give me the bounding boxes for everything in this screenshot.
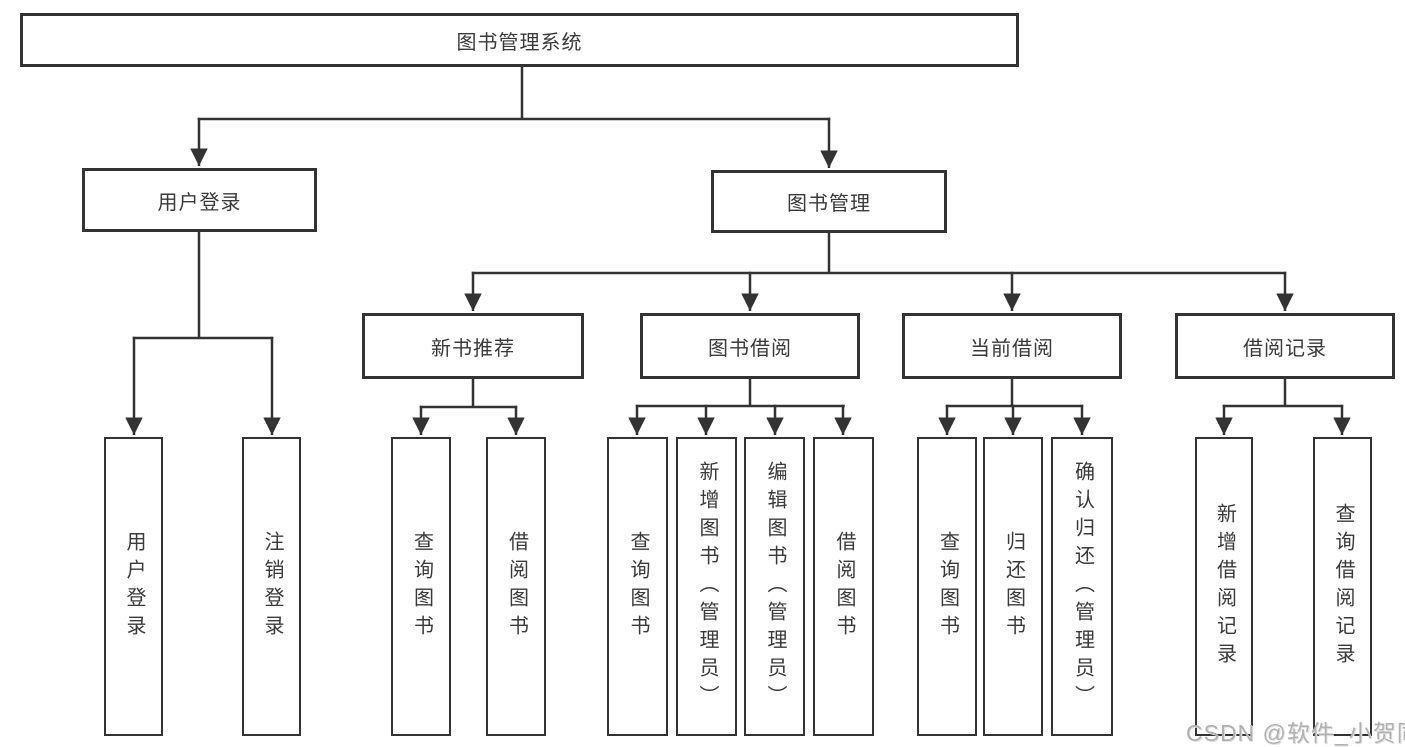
leaf-user-login-label: 用户登录 — [123, 530, 145, 643]
node-borrow-records-label: 借阅记录 — [1243, 337, 1327, 360]
node-current-borrow-label: 当前借阅 — [970, 337, 1054, 360]
leaf-borrow-query-label: 查询图书 — [627, 530, 649, 643]
connector-borrow-records — [1215, 379, 1351, 435]
node-borrow-records: 借阅记录 — [1175, 313, 1395, 379]
leaf-current-query-label: 查询图书 — [936, 530, 959, 643]
node-current-borrow: 当前借阅 — [902, 313, 1122, 379]
node-book-management: 图书管理 — [711, 170, 947, 233]
leaf-borrow-book: 借阅图书 — [813, 437, 874, 736]
leaf-new-books-query: 查询图书 — [391, 437, 451, 736]
csdn-watermark: CSDN @软件_小贺同学 — [1186, 720, 1405, 746]
node-book-borrow-label: 图书借阅 — [708, 337, 792, 360]
connector-new-books — [412, 379, 525, 435]
leaf-current-confirm-return-label: 确认归还（管理员） — [1071, 460, 1094, 713]
node-user-login-label: 用户登录 — [157, 191, 242, 214]
node-book-management-label: 图书管理 — [787, 193, 871, 215]
leaf-user-login: 用户登录 — [104, 437, 163, 736]
connector-book-management — [464, 233, 1294, 311]
leaf-logout-label: 注销登录 — [261, 530, 283, 643]
node-root-label: 图书管理系统 — [456, 31, 583, 54]
leaf-new-books-query-label: 查询图书 — [410, 530, 433, 643]
node-new-books: 新书推荐 — [362, 313, 584, 379]
leaf-records-query-label: 查询借阅记录 — [1332, 502, 1354, 671]
leaf-borrow-edit-label: 编辑图书（管理员） — [764, 460, 786, 713]
leaf-current-confirm-return: 确认归还（管理员） — [1051, 437, 1113, 736]
connector-user-login — [125, 232, 281, 435]
leaf-current-return: 归还图书 — [983, 437, 1043, 736]
node-new-books-label: 新书推荐 — [431, 337, 515, 360]
leaf-logout: 注销登录 — [242, 437, 301, 736]
leaf-new-books-borrow: 借阅图书 — [486, 437, 546, 736]
leaf-current-query: 查询图书 — [917, 437, 977, 736]
leaf-borrow-edit: 编辑图书（管理员） — [744, 437, 805, 736]
leaf-new-books-borrow-label: 借阅图书 — [505, 530, 528, 643]
connector-root — [190, 67, 838, 168]
connector-book-borrow — [628, 379, 852, 435]
node-book-borrow: 图书借阅 — [640, 313, 860, 379]
leaf-borrow-add-label: 新增图书（管理员） — [696, 460, 718, 713]
node-user-login: 用户登录 — [82, 168, 317, 232]
leaf-borrow-book-label: 借阅图书 — [833, 530, 855, 643]
leaf-borrow-query: 查询图书 — [607, 437, 668, 736]
connector-current-borrow — [938, 379, 1091, 435]
leaf-records-query: 查询借阅记录 — [1313, 437, 1372, 736]
leaf-current-return-label: 归还图书 — [1002, 530, 1025, 643]
node-root: 图书管理系统 — [20, 13, 1019, 67]
leaf-records-add-label: 新增借阅记录 — [1213, 502, 1236, 671]
leaf-records-add: 新增借阅记录 — [1195, 437, 1253, 736]
leaf-borrow-add: 新增图书（管理员） — [676, 437, 737, 736]
